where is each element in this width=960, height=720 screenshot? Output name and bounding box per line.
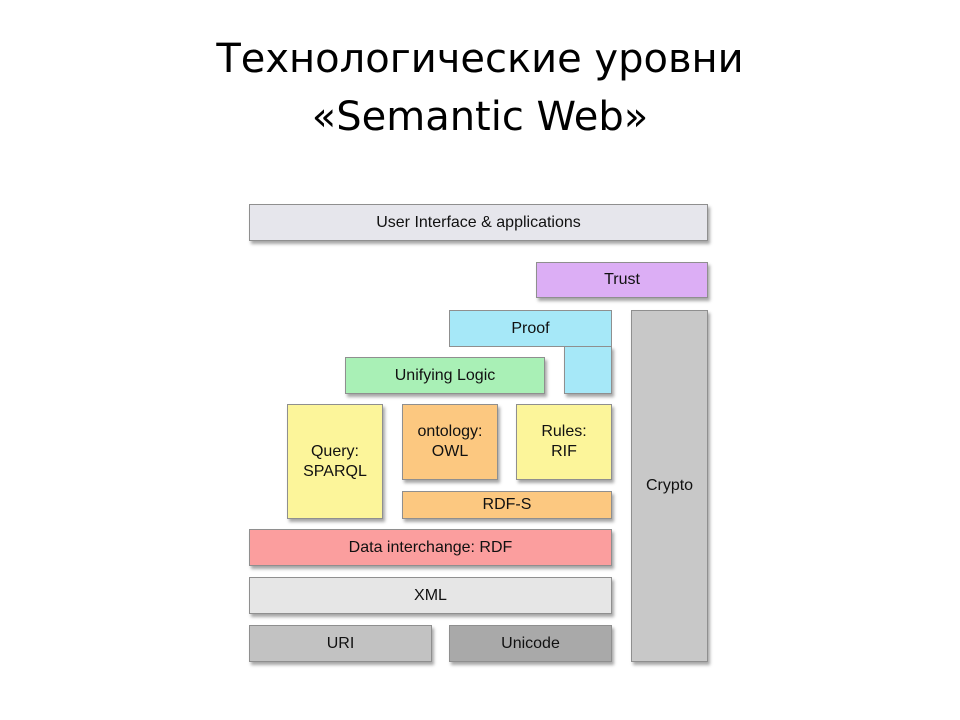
layer-xml-label: XML xyxy=(414,586,447,604)
layer-unicode: Unicode xyxy=(449,625,612,662)
layer-trust-label: Trust xyxy=(604,271,640,288)
layer-rules-rif: Rules: RIF xyxy=(516,404,612,480)
layer-query-label: Query: xyxy=(310,442,359,460)
layer-query-sparql: Query: SPARQL xyxy=(287,404,383,519)
layer-data-interchange-rdf-label: Data interchange: RDF xyxy=(348,538,513,556)
layer-uri-label: URI xyxy=(326,634,355,652)
slide-title-line1: Технологические уровни xyxy=(216,36,744,82)
layer-ontology-label: ontology: xyxy=(417,423,483,440)
layer-user-interface: User Interface & applications xyxy=(249,204,708,241)
layer-unifying-logic-label: Unifying Logic xyxy=(394,366,496,384)
layer-proof-label: Proof xyxy=(511,319,550,337)
layer-rif-label: RIF xyxy=(551,443,577,460)
layer-rdf-schema-label: RDF-S xyxy=(482,496,532,513)
layer-owl-label: OWL xyxy=(431,443,469,460)
layer-proof: Proof xyxy=(449,310,612,347)
layer-rules-label: Rules: xyxy=(541,423,587,440)
layer-proof-extension xyxy=(564,346,612,394)
layer-trust: Trust xyxy=(536,262,708,298)
layer-xml: XML xyxy=(249,577,612,614)
layer-ontology-owl: ontology: OWL xyxy=(402,404,498,480)
layer-rdf-schema: RDF-S xyxy=(402,491,612,519)
layer-crypto-label: Crypto xyxy=(645,477,694,494)
slide-title-line2: «Semantic Web» xyxy=(311,94,649,140)
layer-unicode-label: Unicode xyxy=(501,634,560,652)
layer-sparql-label: SPARQL xyxy=(303,462,367,480)
layer-crypto: Crypto xyxy=(631,310,708,662)
layer-data-interchange-rdf: Data interchange: RDF xyxy=(249,529,612,566)
layer-user-interface-label: User Interface & applications xyxy=(376,213,581,231)
slide-title: Технологические уровни «Semantic Web» xyxy=(0,30,960,146)
layer-unifying-logic: Unifying Logic xyxy=(345,357,545,394)
layer-uri: URI xyxy=(249,625,432,662)
